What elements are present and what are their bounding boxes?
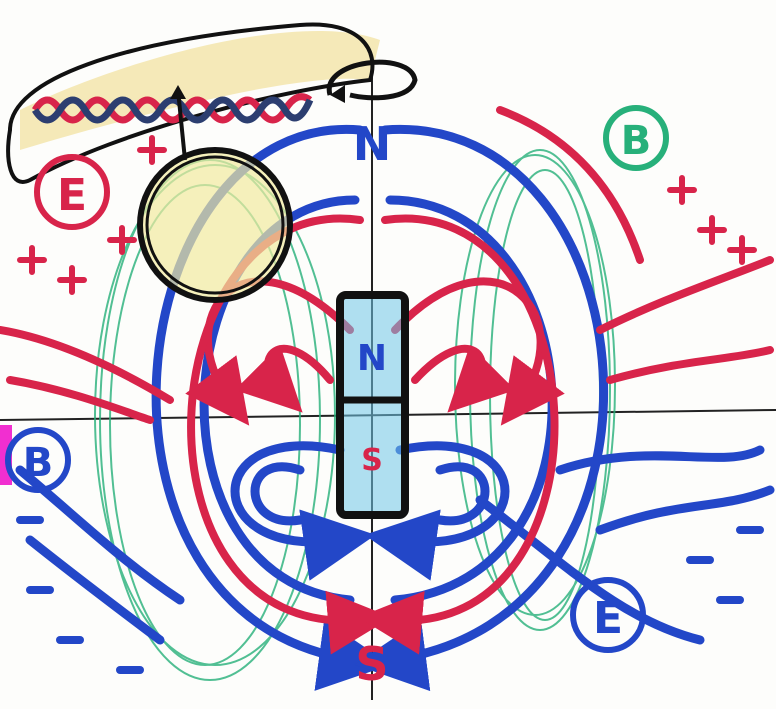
label-e-top-left: E [57,170,87,221]
label-e-bottom-right: E [593,593,623,644]
bar-magnet [338,295,408,515]
label-magnet-south: S [361,443,383,478]
label-b-left: B [23,440,54,486]
label-b-left-badge: B [8,430,68,490]
label-north-top: N [353,117,392,171]
label-south-bottom: S [355,637,388,691]
rotation-arrow-head [330,85,345,103]
label-b-top-right: B [621,118,652,164]
label-e-top-left-badge: E [37,157,107,227]
label-b-top-right-badge: B [606,108,666,168]
label-magnet-north: N [357,338,387,379]
